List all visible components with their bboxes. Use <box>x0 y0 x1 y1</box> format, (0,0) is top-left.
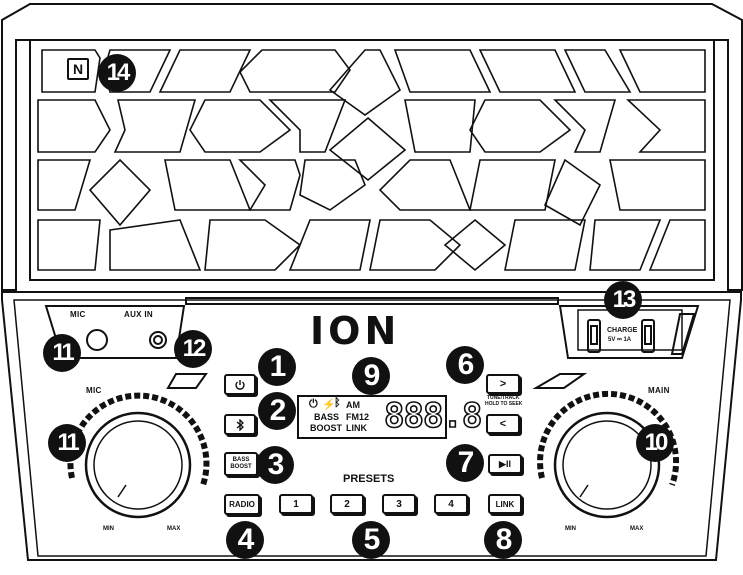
mic-knob-label: MIC <box>86 386 102 395</box>
radio-button[interactable]: RADIO <box>224 494 260 515</box>
hold-to-seek-label: HOLD TO SEEK <box>485 401 523 407</box>
preset-4-button[interactable]: 4 <box>434 494 468 514</box>
main-max-label: MAX <box>630 526 644 532</box>
mic-jack-label: MIC <box>70 310 86 319</box>
aux-in-label: AUX IN <box>124 310 153 319</box>
callout-11-knob: 11 <box>48 424 86 462</box>
radio-label: RADIO <box>229 500 255 509</box>
play-pause-icon: ▶II <box>499 458 511 469</box>
slat-left <box>166 373 208 389</box>
callout-5: 5 <box>352 521 390 559</box>
next-icon: > <box>499 378 507 390</box>
bluetooth-button[interactable] <box>224 414 256 435</box>
preset-3-label: 3 <box>396 498 402 510</box>
preset-3-button[interactable]: 3 <box>382 494 416 514</box>
callout-12: 12 <box>174 330 212 368</box>
preset-4-label: 4 <box>448 498 454 510</box>
brand-logo: ION <box>310 309 401 353</box>
tune-track-label: TUNE/TRACK <box>487 395 520 401</box>
mic-knob <box>67 392 210 519</box>
charge-label: CHARGE <box>607 327 638 334</box>
callout-14: 14 <box>98 54 136 92</box>
preset-1-label: 1 <box>293 498 299 510</box>
display-power-icon: ⏻ <box>309 398 318 410</box>
grille-pattern <box>37 49 706 272</box>
callout-7: 7 <box>446 444 484 482</box>
callout-10: 10 <box>636 424 674 462</box>
callout-3: 3 <box>256 446 294 484</box>
bass-boost-line2: BOOST <box>230 464 252 470</box>
preset-2-button[interactable]: 2 <box>330 494 364 514</box>
prev-icon: < <box>499 418 507 430</box>
display-am: AM <box>346 400 360 410</box>
callout-13: 13 <box>604 281 642 319</box>
callout-4: 4 <box>226 521 264 559</box>
body-inner <box>13 299 731 557</box>
main-knob <box>537 390 679 519</box>
bluetooth-icon <box>236 418 244 431</box>
display-charge-icon: ⚡ <box>322 399 336 411</box>
grille-frame <box>1 3 743 291</box>
display-link: LINK <box>346 423 367 433</box>
usb-ports <box>587 313 696 355</box>
main-min-label: MIN <box>565 526 576 532</box>
preset-1-button[interactable]: 1 <box>279 494 313 514</box>
bass-boost-button[interactable]: BASS BOOST <box>224 452 258 476</box>
callout-2: 2 <box>258 392 296 430</box>
callout-6: 6 <box>446 346 484 384</box>
mic-min-label: MIN <box>103 526 114 532</box>
link-label: LINK <box>495 499 515 509</box>
display-digits: 888.8 <box>383 395 483 437</box>
next-button[interactable]: > <box>486 374 520 394</box>
charge-panel <box>558 305 700 359</box>
callout-8: 8 <box>484 521 522 559</box>
grille-border <box>29 39 715 281</box>
top-slot <box>185 297 559 305</box>
callout-9: 9 <box>352 357 390 395</box>
main-knob-label: MAIN <box>648 386 670 395</box>
slat-right <box>532 373 588 389</box>
mic-max-label: MAX <box>167 526 181 532</box>
display-fm: FM12 <box>346 412 370 422</box>
preset-2-label: 2 <box>344 498 350 510</box>
play-pause-button[interactable]: ▶II <box>488 454 522 474</box>
callout-11-top: 11 <box>43 334 81 372</box>
power-button[interactable] <box>224 374 256 395</box>
display-bluetooth-icon: ᛒ <box>334 397 341 409</box>
mic-jack <box>86 329 108 351</box>
presets-label: PRESETS <box>343 473 395 485</box>
power-icon <box>235 379 245 390</box>
display-boost: BOOST <box>310 423 343 433</box>
link-button[interactable]: LINK <box>488 494 522 514</box>
body-outline <box>1 291 742 561</box>
aux-jack-inner <box>153 335 163 345</box>
aux-jack <box>149 331 167 349</box>
display-bass: BASS <box>314 412 340 422</box>
display-box <box>297 395 447 439</box>
charge-rating: 5V ⎓ 1A <box>608 337 632 343</box>
callout-1: 1 <box>258 348 296 386</box>
bass-boost-line1: BASS <box>232 457 250 463</box>
nfc-icon: N <box>67 58 89 80</box>
prev-button[interactable]: < <box>486 414 520 434</box>
